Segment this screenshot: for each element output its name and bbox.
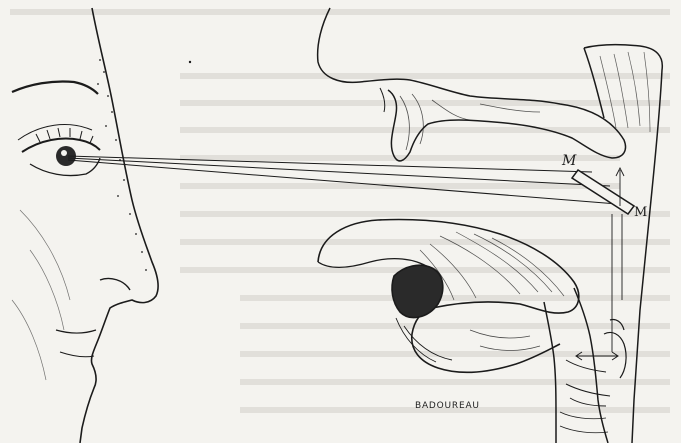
face-profile bbox=[12, 8, 158, 443]
mirror-label-lower: M bbox=[634, 206, 647, 219]
sight-rays bbox=[68, 156, 630, 205]
mirror-label-upper: M bbox=[562, 154, 576, 168]
laryngeal-mirror bbox=[572, 168, 634, 214]
nasal-section bbox=[318, 8, 626, 161]
background-bleed-lines bbox=[10, 12, 670, 410]
engraver-signature: BADOUREAU bbox=[415, 401, 480, 411]
